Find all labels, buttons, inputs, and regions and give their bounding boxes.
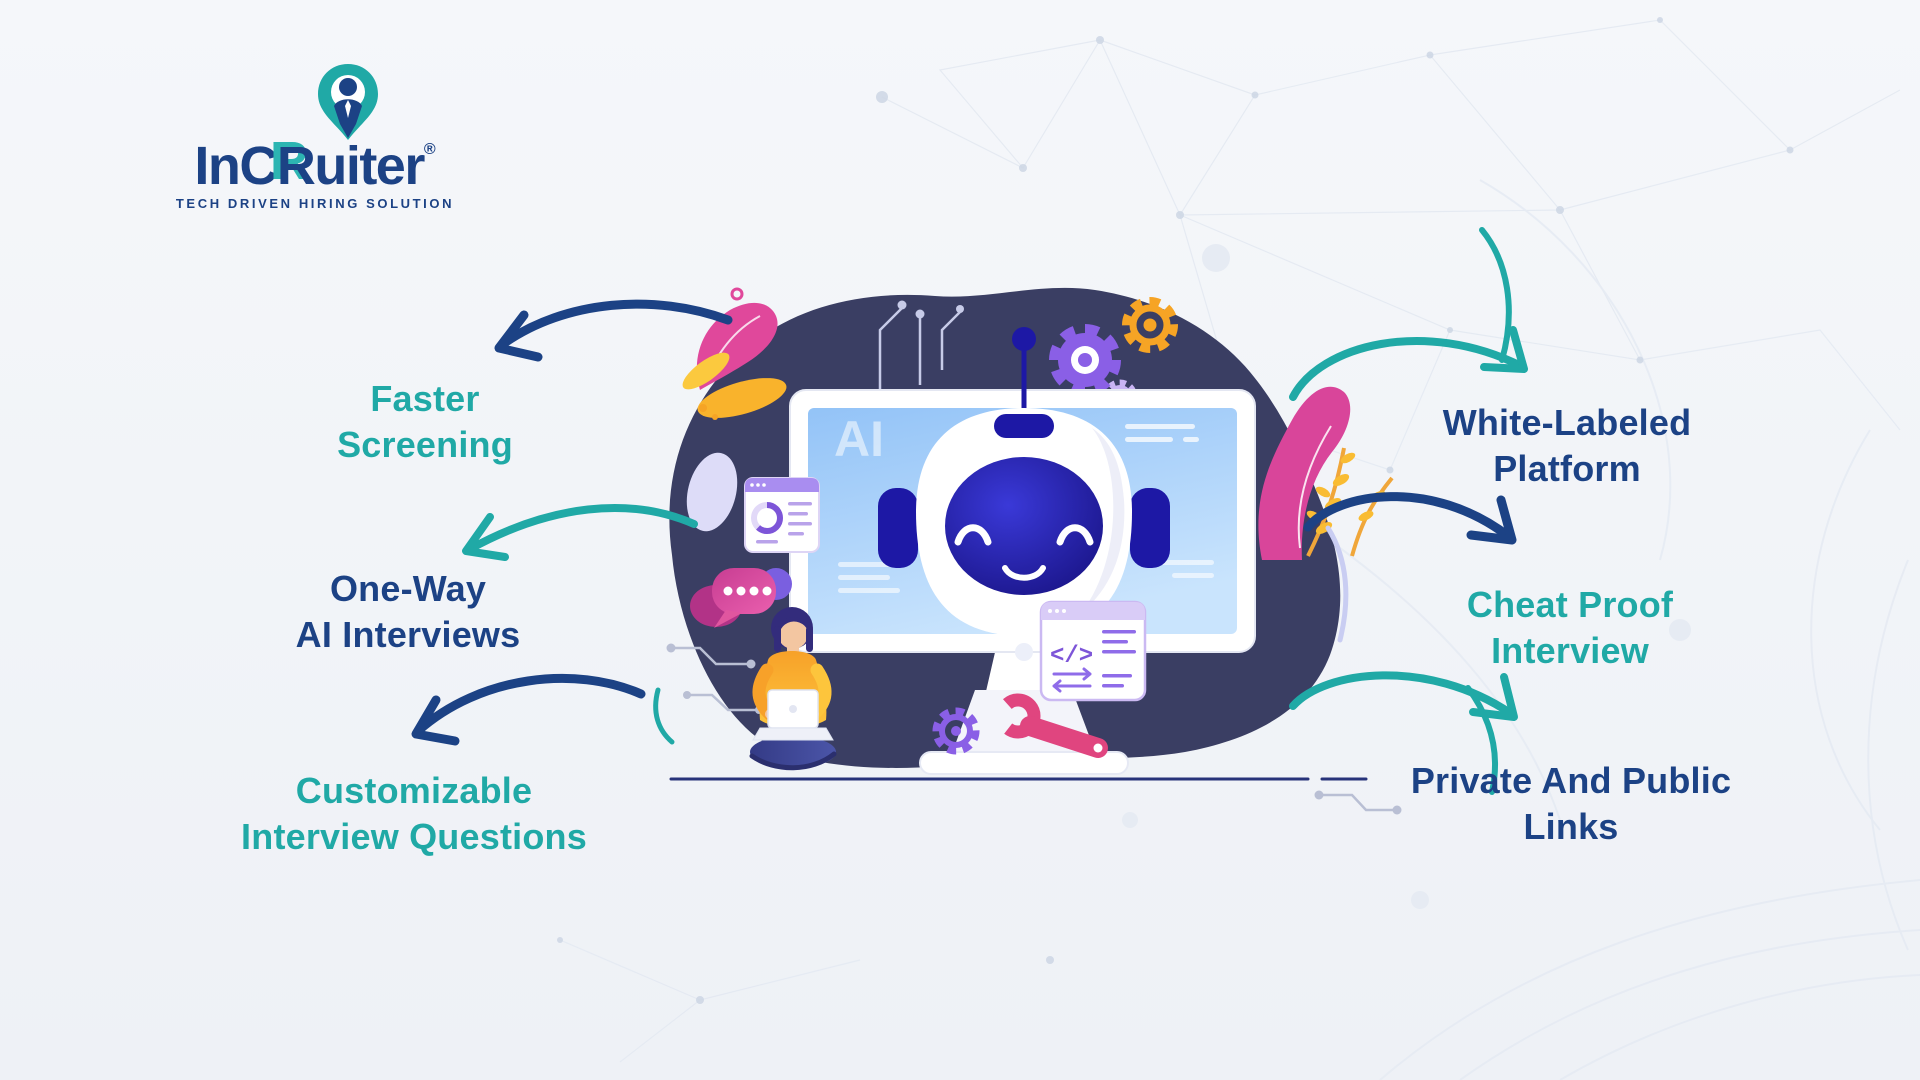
- robot-icon: [878, 327, 1170, 636]
- feature-label-customizable-interview-questions: Customizable Interview Questions: [204, 768, 624, 860]
- arrow-private-and-public-links: [1289, 671, 1518, 721]
- feature-line: Customizable: [295, 770, 533, 811]
- brand-tagline: TECH DRIVEN HIRING SOLUTION: [175, 196, 455, 211]
- leaf-decoration-left: [682, 287, 787, 532]
- feature-line: AI Interviews: [295, 614, 521, 655]
- leaf-decoration-right: [653, 227, 1512, 795]
- wordmark-r: R: [276, 136, 316, 196]
- feature-line: Interview Questions: [241, 816, 587, 857]
- feature-label-cheat-proof-interview: Cheat Proof Interview: [1420, 582, 1720, 674]
- screen-ai-label: AI: [834, 411, 884, 467]
- feature-line: Interview: [1491, 630, 1649, 671]
- registered-mark: ®: [423, 141, 436, 158]
- wordmark-rest: uiter: [314, 136, 425, 196]
- wordmark-in: In: [194, 136, 241, 196]
- wordmark-r-teal-accent: R: [269, 131, 309, 191]
- gear-icon-bottom: [932, 707, 980, 755]
- feature-label-one-way-ai-interviews: One-Way AI Interviews: [243, 566, 573, 658]
- wordmark-c: C: [239, 136, 278, 196]
- feature-line: Cheat Proof: [1466, 584, 1674, 625]
- arrow-customizable-interview-questions: [411, 673, 646, 746]
- location-pin-person-icon: [318, 64, 378, 140]
- arrow-one-way-ai-interviews: [462, 504, 698, 561]
- feature-line: One-Way: [329, 568, 487, 609]
- feature-line: Links: [1523, 806, 1619, 847]
- feature-label-faster-screening: Faster Screening: [260, 376, 590, 468]
- feature-line: Faster: [370, 378, 480, 419]
- arrow-faster-screening: [494, 299, 733, 362]
- feature-label-private-and-public-links: Private And Public Links: [1396, 758, 1746, 850]
- feature-line: White-Labeled: [1442, 402, 1692, 443]
- feature-line: Private And Public: [1410, 760, 1732, 801]
- speech-bubble-icon: [690, 568, 792, 628]
- swap-arrows-icon: [1052, 667, 1092, 693]
- gear-icon-orange: [1122, 297, 1178, 353]
- arrow-white-labeled-platform: [1289, 326, 1528, 401]
- browser-card-code-icon: </>: [1039, 600, 1147, 702]
- arrow-cheat-proof-interview: [1303, 492, 1517, 545]
- feature-line: Platform: [1493, 448, 1641, 489]
- feature-line: Screening: [337, 424, 513, 465]
- code-tag-icon: </>: [1050, 643, 1093, 670]
- wrench-icon: [995, 693, 1108, 758]
- browser-card-chart-icon: [744, 477, 820, 553]
- person-with-laptop-illustration: [749, 607, 837, 771]
- feature-label-white-labeled-platform: White-Labeled Platform: [1402, 400, 1732, 492]
